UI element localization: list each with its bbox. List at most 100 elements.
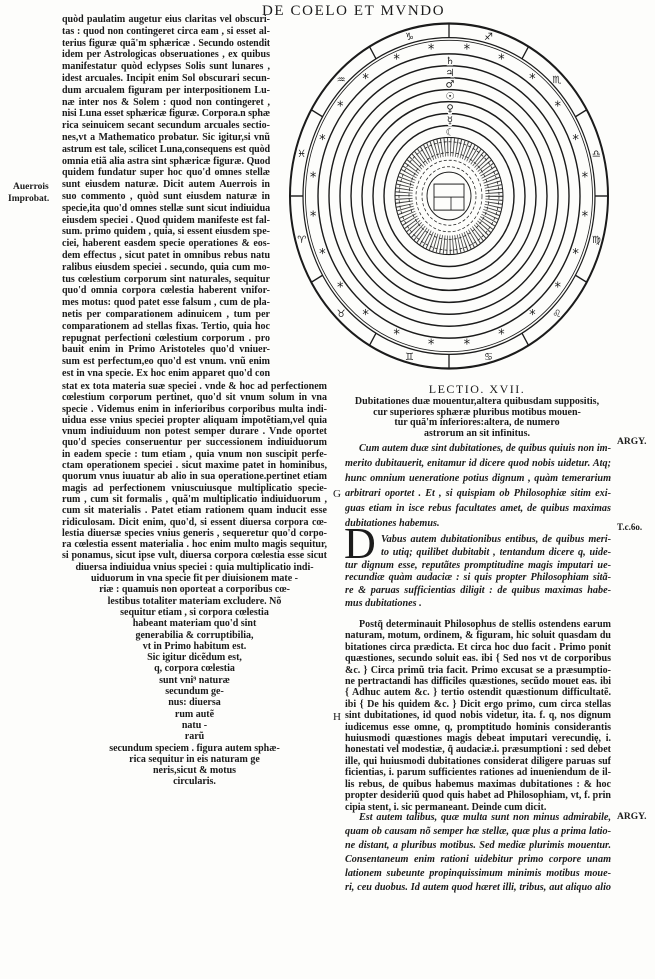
earth-icon: [433, 183, 465, 211]
text-line: Postq̃ determinauit Philosophus de stell…: [359, 619, 611, 630]
text-line: dum arcualem figuram per interpositionem…: [62, 84, 270, 96]
text-line: tas : quod non contingeret circa eam , s…: [62, 25, 270, 37]
argument-paragraph-1: Cum autem duæ sint dubitationes, de quib…: [345, 441, 611, 531]
text-line: mes motus: quod patet esse falsum , cum …: [62, 297, 270, 309]
text-line: mus dubitationes .: [345, 597, 422, 609]
star-icon: *: [498, 327, 505, 342]
capricorn-icon: ♑: [405, 32, 414, 43]
earth-sphere: [426, 171, 472, 221]
text-line: ille, qui huiusmodi dubitationes conside…: [345, 755, 611, 767]
text-line: propter desideriũ quod quis habet ad Phi…: [345, 790, 611, 802]
star-icon: *: [393, 327, 400, 342]
text-line: quo'd species conseruentur per successio…: [62, 437, 327, 449]
text-line: ciei, haberent easdem specie operationes…: [62, 238, 270, 250]
text-line: terius figuræ quã'm sphæricæ . Secundo o…: [62, 37, 270, 49]
venus-icon: ♀: [446, 104, 453, 115]
leo-icon: ♌: [552, 309, 561, 320]
text-line: tus cœlestium corporum sint naturales, s…: [62, 273, 270, 285]
tapered-text-line: generabilia & corruptibilia,: [135, 629, 254, 641]
star-icon: *: [464, 337, 471, 352]
aries-icon: ♈: [297, 235, 306, 246]
planet-sphere-ring: [372, 112, 526, 280]
margin-note-argy-1: ARGY.: [617, 437, 647, 447]
text-line: iudicemus esse omne, q, promptitudo homi…: [345, 721, 611, 733]
text-line: specie,ita quo'd omnes stellæ sunt sicut…: [62, 202, 270, 214]
star-icon: *: [529, 72, 536, 87]
water-wave-ring: [398, 141, 500, 251]
star-icon: *: [554, 100, 561, 115]
planet-sphere-ring: [328, 65, 570, 327]
text-line: comparationem ad stellas fixas. Tertio, …: [62, 320, 270, 332]
text-paragraph-d: Vabus autem dubitationibus entibus, de q…: [345, 534, 611, 611]
summary-line: cur superiores sphæræ pluribus motibus m…: [373, 407, 581, 418]
margin-note-text-ref: T.c.6o.: [617, 522, 643, 532]
star-icon: *: [529, 308, 536, 323]
pisces-icon: ♓: [297, 149, 306, 160]
virgo-icon: ♍: [592, 235, 601, 246]
water-wave-ring: [421, 166, 477, 226]
text-line: &c. } Circa primũ tria facit. Primo excu…: [345, 664, 611, 676]
text-line: tur dignum esse, reputãtes promptitudine…: [345, 559, 611, 571]
tapered-text-line: rica sequitur in eis naturam ge: [129, 753, 260, 765]
text-line: quo'd omnia corpora cœlestia haberent vn…: [62, 285, 270, 297]
zodiac-divider: [310, 109, 323, 118]
firmament-ring: [305, 39, 593, 353]
text-line: merito dubitauerit, enitamur id dicere q…: [345, 458, 611, 469]
zodiac-divider: [575, 109, 588, 118]
tapered-text-line: nus: diuersa: [168, 697, 221, 709]
text-line: uidua esse vnius speciei propter aliquam…: [62, 414, 327, 426]
summary-line: astrorum an sit infinitus.: [424, 428, 530, 439]
commentary-paragraph: Postq̃ determinauit Philosophus de stell…: [345, 619, 611, 813]
zodiac-divider: [521, 332, 530, 346]
text-line: lationem subeunte propinquissimum minimi…: [345, 868, 611, 879]
tapered-text-line: natu -: [181, 719, 208, 731]
running-title: DE COELO ET MVNDO: [262, 3, 446, 19]
gemini-icon: ♊: [405, 352, 414, 363]
saturn-icon: ♄: [446, 56, 455, 67]
text-line: sunt eiusdem naturæ. Dicit autem Auerroi…: [62, 179, 270, 191]
star-icon: *: [310, 171, 317, 186]
tapered-text-line: rum autẽ: [174, 708, 215, 720]
zodiac-outer-ring: [289, 22, 609, 370]
tapered-text-line: sequitur etiam , si corpora cœlestia: [120, 606, 269, 618]
text-line: repugnat perfectioni cœlestium corporum …: [62, 332, 270, 344]
text-line: rica seinuicem secant secundum arcuales …: [62, 120, 270, 132]
text-line: Vabus autem dubitationibus entibus, de q…: [381, 534, 611, 545]
star-icon: *: [393, 53, 400, 68]
star-icon: *: [572, 247, 579, 262]
zodiac-divider: [310, 274, 323, 283]
margin-note-g: G: [333, 488, 341, 500]
lectio-title: LECTIO. XVII.: [428, 382, 526, 396]
jupiter-icon: ♃: [446, 68, 455, 79]
star-icon: *: [362, 308, 369, 323]
text-line: nisi Luna esset sphæricæ figuræ. Corpora…: [62, 108, 270, 120]
text-line: Est autem talibus, quæ multa sunt non mi…: [359, 812, 611, 823]
margin-note-argy-2: ARGY.: [617, 812, 647, 822]
zodiac-divider: [368, 332, 377, 346]
text-line: lis rebus, de quibus habemus maximas dub…: [345, 778, 611, 790]
text-line: quidem fundatur super hoc quo'd omnes st…: [62, 167, 270, 179]
text-line: quam ob causam nõ semper hæ stellæ, quæ …: [345, 826, 611, 837]
text-line: cipia stent, i. sic permaneant. Deinde c…: [345, 801, 547, 813]
tapered-text-line: habeant materiam quo'd sint: [132, 618, 257, 630]
text-line: netis per comparationem adinuicem , tum …: [62, 308, 270, 320]
text-line: specie . Videmus enim in inferioribus co…: [62, 403, 327, 415]
sun-icon: ☉: [446, 92, 455, 103]
margin-note-improbat: Improbat.: [8, 194, 50, 204]
star-icon: *: [572, 133, 579, 148]
text-line: ri, ceu duobus. Id autem quod hæret illi…: [345, 882, 611, 893]
text-line: astrum est tale, scilicet Luna,consequen…: [62, 143, 270, 155]
star-icon: *: [362, 72, 369, 87]
text-line: recundiæ quàm audaciæ : si quis propter …: [345, 572, 611, 584]
star-icon: *: [428, 337, 435, 352]
text-line: ctam operationem speciei . sicut maxime …: [62, 460, 327, 472]
libra-icon: ♎: [592, 149, 601, 160]
tapered-text-line: vt in Primo habitum est.: [142, 640, 247, 652]
text-line: sint dubitationes, id quod nobis videtur…: [345, 710, 611, 722]
text-line: ra cœlestia essent materialia . hoc enim…: [62, 539, 327, 551]
star-icon: *: [428, 43, 435, 58]
moon-icon: ☾: [446, 127, 455, 138]
tapered-text-line: neris,sicut & motus: [152, 765, 237, 777]
fire-air-texture: [395, 137, 503, 255]
text-line: dem effectus , sicut patet in omnibus re…: [62, 249, 270, 261]
